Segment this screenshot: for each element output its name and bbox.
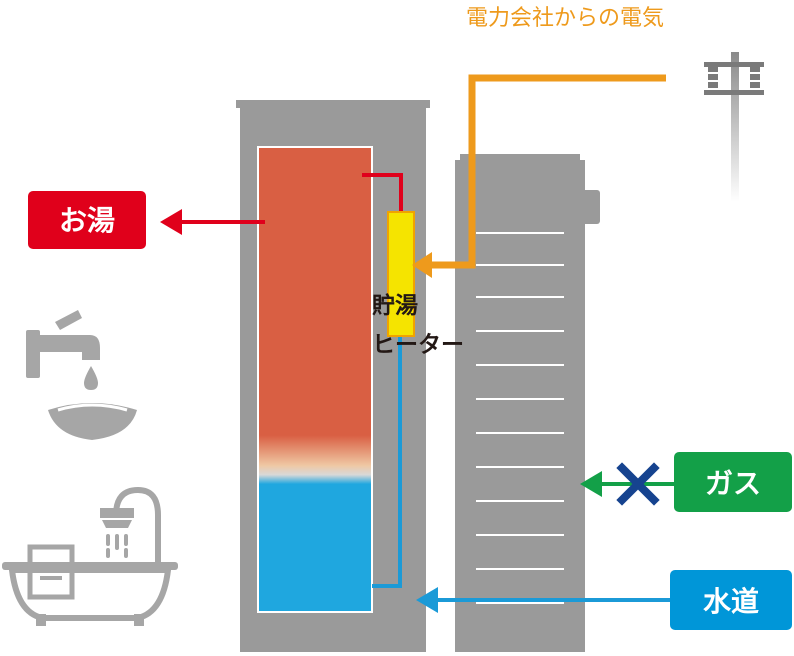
storage-heater [387, 211, 415, 337]
heater-label-line1: 貯湯 [372, 292, 418, 319]
power-arrowhead [412, 252, 432, 278]
electricity-source-label: 電力会社からの電気 [466, 6, 664, 31]
hot-water-badge [28, 191, 146, 249]
basin-icon [48, 403, 137, 440]
outdoor-unit [455, 154, 600, 652]
faucet-icon [26, 310, 100, 390]
water-supply-badge [670, 570, 792, 630]
hot-water-label: お湯 [59, 204, 115, 237]
gas-badge [674, 452, 792, 512]
bathtub-icon [2, 486, 178, 626]
storage-tank [236, 100, 430, 652]
water-supply-arrowhead [416, 587, 438, 613]
utility-pole-icon [704, 52, 764, 202]
vent-slats [476, 232, 564, 604]
no-gas-cross-icon [616, 462, 660, 506]
hot-water-arrowhead [160, 209, 182, 235]
gas-arrowhead [580, 471, 602, 497]
water-supply-label: 水道 [703, 585, 759, 618]
heater-cold-pipe [372, 335, 402, 588]
tank-water [257, 146, 373, 613]
heater-hot-pipe [362, 173, 403, 215]
gas-label: ガス [705, 467, 761, 500]
power-line [428, 74, 666, 269]
heater-label-line2: ヒーター [372, 332, 464, 358]
